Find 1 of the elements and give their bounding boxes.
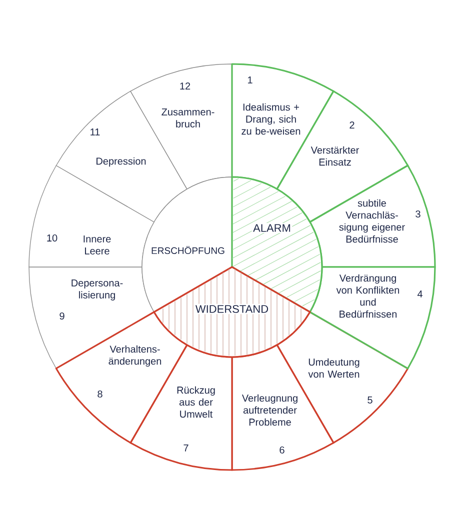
ring-segment: subtile Vernachläs-sigung eigener Bedürfnisse 3 (309, 164, 436, 268)
